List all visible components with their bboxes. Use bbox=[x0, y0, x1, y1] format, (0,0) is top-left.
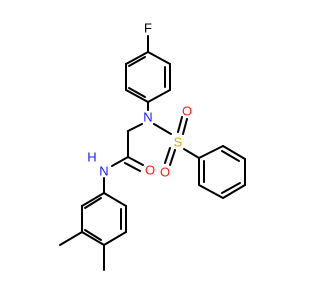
bond bbox=[128, 56, 146, 67]
bond bbox=[81, 231, 105, 246]
bond bbox=[125, 51, 149, 65]
atom-label-amide-hydrogen: H bbox=[87, 150, 96, 165]
bond bbox=[103, 231, 127, 246]
bond bbox=[147, 51, 171, 65]
bond bbox=[128, 87, 146, 98]
chemical-structure-diagram: F N S O O O N H bbox=[59, 21, 246, 271]
bond bbox=[147, 89, 171, 103]
bond bbox=[103, 192, 127, 207]
atom-label-amide-nitrogen: N bbox=[99, 164, 108, 179]
bond bbox=[84, 229, 102, 241]
atom-label-sulfonyl-oxygen-bottom: O bbox=[160, 165, 170, 180]
bond bbox=[177, 116, 183, 133]
bond bbox=[169, 149, 176, 166]
bond bbox=[221, 150, 240, 162]
bond bbox=[164, 147, 171, 164]
bond bbox=[111, 156, 129, 167]
bond bbox=[198, 184, 224, 199]
bond bbox=[222, 145, 246, 160]
bond bbox=[183, 148, 200, 159]
bond bbox=[124, 162, 141, 172]
bond bbox=[153, 123, 172, 135]
bond bbox=[182, 118, 188, 135]
bond bbox=[81, 192, 105, 207]
atom-label-carbonyl-oxygen: O bbox=[145, 163, 155, 178]
bond bbox=[127, 123, 143, 132]
atom-label-layer: F N S O O O N H bbox=[87, 21, 192, 180]
bond-layer bbox=[59, 35, 246, 271]
bond bbox=[222, 184, 246, 199]
atom-label-sulfur: S bbox=[174, 135, 183, 150]
atom-label-sulfonamide-nitrogen: N bbox=[143, 110, 152, 125]
bond bbox=[127, 156, 144, 166]
bond bbox=[59, 231, 83, 246]
bond bbox=[125, 89, 149, 103]
bond bbox=[221, 182, 241, 194]
atom-label-fluorine: F bbox=[144, 21, 152, 36]
atom-label-sulfonyl-oxygen-top: O bbox=[182, 104, 192, 119]
bond bbox=[84, 197, 102, 209]
bond bbox=[198, 145, 224, 159]
